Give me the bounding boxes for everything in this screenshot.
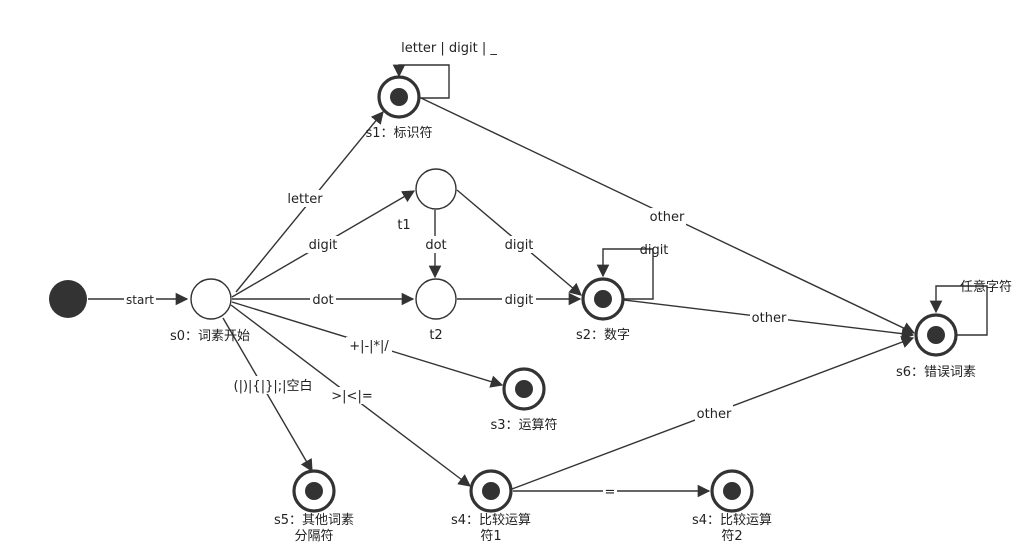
- edge-s1-loop: [392, 64, 450, 99]
- state-s6-label: s6：错误词素: [896, 365, 976, 380]
- state-s4b-label-line1: s4：比较运算: [692, 513, 772, 528]
- edge-label-s0-s4: >|<|=: [331, 389, 372, 404]
- state-s4b-label-line2: 符2: [721, 528, 742, 544]
- edge-label-s4a-s4b: =: [605, 485, 616, 500]
- state-s1: [377, 75, 421, 119]
- state-t1-label: t1: [397, 218, 410, 233]
- state-s4a: [469, 469, 513, 513]
- state-t1: [415, 168, 457, 210]
- edge-label-s0-s5: (|)|{|}|;|空白: [234, 378, 313, 394]
- start-node: [49, 280, 87, 318]
- state-s5: [292, 469, 336, 513]
- state-s0: [190, 278, 232, 320]
- edge-s2-loop: [596, 248, 654, 300]
- state-s2: [581, 277, 625, 321]
- edge-label-start: start: [126, 293, 154, 307]
- state-s6: [914, 313, 958, 357]
- edge-s6-loop: [929, 285, 988, 336]
- edge-label-s6-loop: 任意字符: [960, 279, 1012, 295]
- state-s4b: [710, 469, 754, 513]
- state-s3-label: s3：运算符: [490, 417, 557, 433]
- state-s3: [502, 367, 546, 411]
- edge-label-s0-t1: digit: [309, 238, 338, 253]
- state-s5-label-line2: 分隔符: [294, 528, 333, 544]
- edge-label-s4a-s6: other: [697, 407, 732, 422]
- state-t2-label: t2: [429, 328, 442, 343]
- edge-label-s0-s1: letter: [287, 192, 323, 207]
- edge-label-t1-s2: digit: [505, 238, 534, 253]
- state-s4a-label-line2: 符1: [480, 528, 501, 544]
- edge-label-t2-s2: digit: [505, 293, 534, 308]
- state-t2: [415, 278, 457, 320]
- edge-label-s0-s3: +|-|*|/: [349, 339, 389, 354]
- edge-label-s1-s6: other: [650, 210, 685, 225]
- edge-s0-s5: [222, 317, 313, 473]
- state-s4a-label-line1: s4：比较运算: [451, 513, 531, 528]
- edge-label-s2-loop: digit: [640, 243, 669, 258]
- edge-label-s2-s6: other: [752, 311, 787, 326]
- state-s0-label: s0：词素开始: [170, 329, 250, 344]
- state-s1-label: s1：标识符: [365, 125, 432, 141]
- edge-label-t1-t2: dot: [425, 238, 446, 253]
- state-s2-label: s2：数字: [576, 328, 630, 343]
- edge-label-s1-loop: letter | digit | _: [401, 41, 497, 56]
- state-s5-label-line1: s5：其他词素: [274, 513, 354, 528]
- edge-label-s0-t2: dot: [312, 293, 333, 308]
